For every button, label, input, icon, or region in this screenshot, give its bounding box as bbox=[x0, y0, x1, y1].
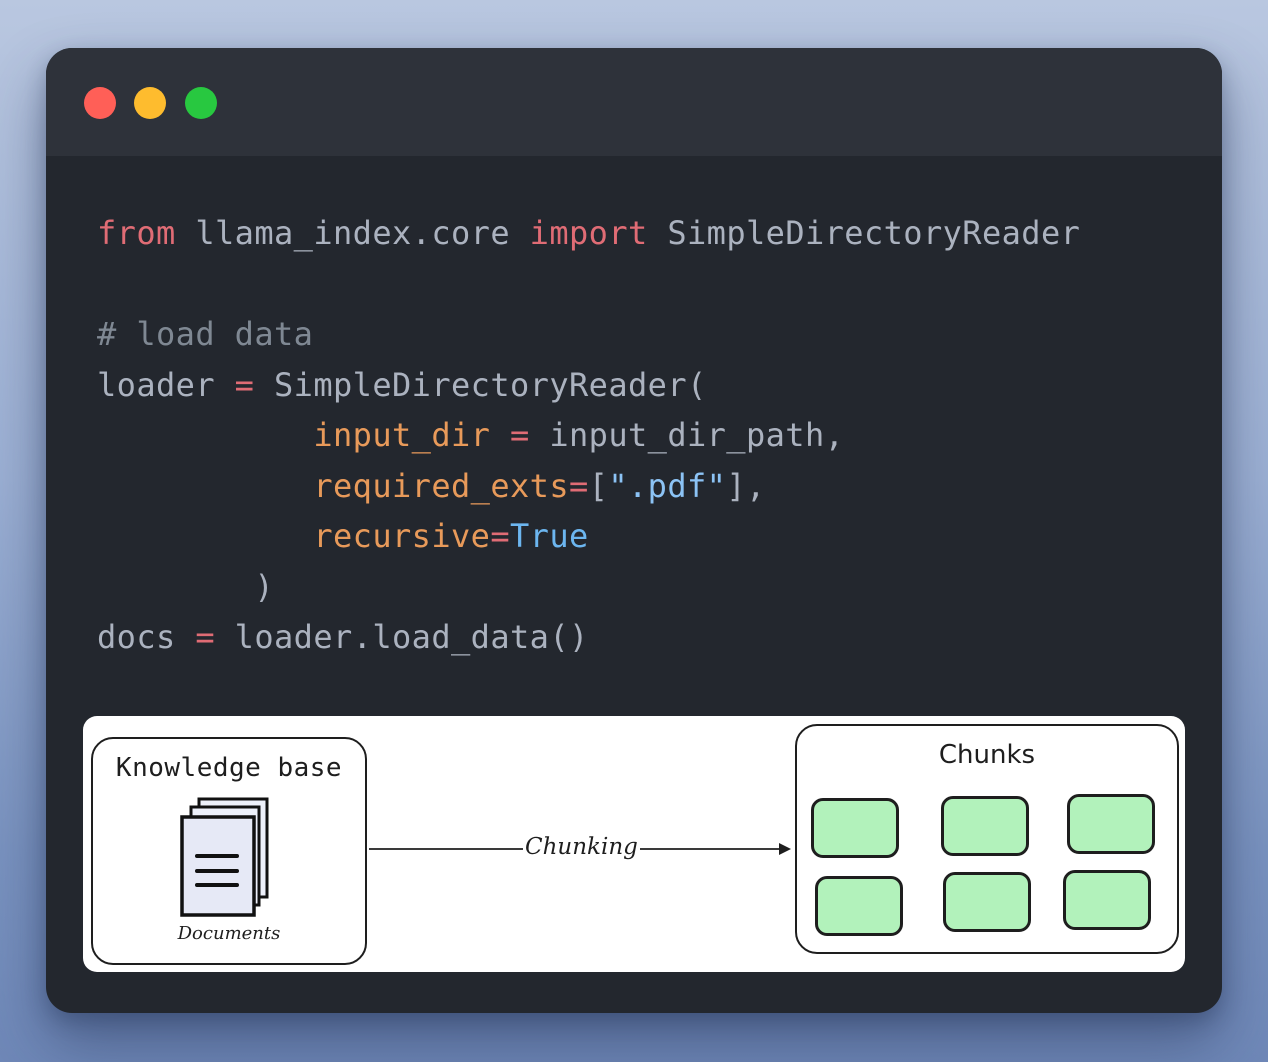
keyword-from: from bbox=[97, 214, 176, 252]
operator: = bbox=[234, 365, 255, 404]
method-call: loader.load_data() bbox=[215, 618, 589, 656]
import-name: SimpleDirectoryReader bbox=[647, 214, 1081, 252]
bool-literal: True bbox=[510, 517, 589, 555]
chunk-item bbox=[1063, 870, 1151, 930]
constructor-call: SimpleDirectoryReader( bbox=[254, 365, 707, 404]
close-paren: ) bbox=[97, 567, 274, 606]
chunk-item bbox=[1067, 794, 1155, 854]
minimize-icon[interactable] bbox=[134, 87, 166, 119]
bracket: [ bbox=[588, 466, 609, 505]
code-line-6: required_exts=[".pdf"], bbox=[97, 461, 1080, 512]
chunks-title: Chunks bbox=[938, 740, 1036, 770]
code-line-1: from llama_index.core import SimpleDirec… bbox=[97, 208, 1080, 259]
chunk-item bbox=[941, 796, 1029, 856]
module-name: llama_index.core bbox=[175, 214, 530, 252]
code-window: from llama_index.core import SimpleDirec… bbox=[46, 48, 1222, 1013]
chunk-item bbox=[943, 872, 1031, 932]
string-literal: ".pdf" bbox=[608, 466, 727, 505]
variable-loader: loader bbox=[97, 365, 235, 404]
indent bbox=[97, 467, 313, 505]
chunks-box: Chunks bbox=[795, 724, 1179, 954]
chunking-diagram: Knowledge base Documents Chunking Chunks bbox=[83, 716, 1185, 972]
maximize-icon[interactable] bbox=[185, 87, 217, 119]
param-value: input_dir_path, bbox=[529, 416, 845, 454]
documents-icon bbox=[180, 797, 269, 917]
code-line-blank bbox=[97, 259, 1080, 310]
code-line-4: loader = SimpleDirectoryReader( bbox=[97, 360, 1080, 411]
operator: = bbox=[490, 517, 510, 555]
knowledge-base-box: Knowledge base Documents bbox=[91, 737, 367, 965]
chunk-item bbox=[815, 876, 903, 936]
documents-label: Documents bbox=[177, 923, 281, 944]
code-comment: # load data bbox=[97, 315, 314, 353]
chunk-item bbox=[811, 798, 899, 858]
variable-docs: docs bbox=[97, 618, 196, 656]
keyword-import: import bbox=[529, 214, 648, 252]
param-input-dir: input_dir bbox=[313, 416, 510, 454]
window-titlebar bbox=[46, 48, 1222, 156]
code-block: from llama_index.core import SimpleDirec… bbox=[97, 208, 1080, 663]
knowledge-base-title: Knowledge base bbox=[115, 753, 343, 783]
indent bbox=[97, 416, 313, 454]
code-line-5: input_dir = input_dir_path, bbox=[97, 410, 1080, 461]
bracket: ], bbox=[726, 466, 766, 505]
code-line-7: recursive=True bbox=[97, 511, 1080, 562]
operator: = bbox=[568, 466, 589, 505]
code-line-8: ) bbox=[97, 562, 1080, 613]
param-recursive: recursive bbox=[313, 517, 491, 555]
param-required-exts: required_exts bbox=[313, 466, 569, 505]
operator: = bbox=[509, 416, 530, 454]
code-line-3: # load data bbox=[97, 309, 1080, 360]
indent bbox=[97, 517, 313, 555]
operator: = bbox=[195, 618, 215, 656]
code-line-9: docs = loader.load_data() bbox=[97, 612, 1080, 663]
close-icon[interactable] bbox=[84, 87, 116, 119]
chunking-label: Chunking bbox=[523, 834, 640, 860]
